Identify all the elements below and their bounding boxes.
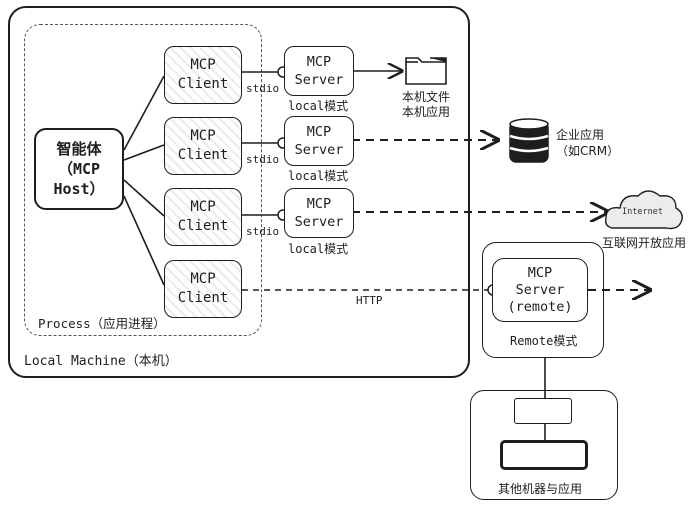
server-label: Server	[294, 72, 344, 88]
client-label: MCP	[190, 199, 216, 215]
files-label-2: 本机应用	[402, 105, 451, 119]
process-label: Process（应用进程）	[38, 316, 166, 331]
mcp-server-2: MCP Server	[284, 116, 354, 166]
transport-label: stdio	[246, 225, 280, 238]
remote-server-label: MCP	[527, 264, 553, 281]
files-label-1: 本机文件	[402, 90, 451, 104]
server-label: MCP	[306, 54, 332, 70]
client-label: Client	[177, 76, 229, 92]
mcp-server-3: MCP Server	[284, 188, 354, 238]
client-label: MCP	[190, 57, 216, 73]
remote-server-label: Server	[515, 281, 565, 298]
client-label: MCP	[190, 271, 216, 287]
process-boundary	[24, 24, 262, 336]
host-subtitle-2: Host）	[53, 180, 105, 198]
client-label: Client	[177, 290, 229, 306]
server-label: MCP	[306, 124, 332, 140]
server-label: Server	[294, 214, 344, 230]
mcp-server-remote: MCP Server (remote)	[492, 258, 588, 322]
database-icon	[509, 118, 549, 163]
other-machine-component	[514, 398, 572, 424]
other-machine-label: 其他机器与应用	[498, 482, 583, 496]
remote-server-label: (remote)	[507, 298, 573, 315]
client-label: Client	[177, 147, 229, 163]
server-mode-label: local模式	[288, 99, 349, 113]
transport-label: stdio	[246, 153, 280, 166]
host-subtitle-1: （MCP	[57, 160, 101, 178]
folder-icon	[405, 57, 447, 85]
enterprise-label-2: （如CRM）	[556, 144, 620, 158]
agent-host: 智能体 （MCP Host）	[34, 128, 124, 210]
mcp-client-3: MCP Client	[164, 188, 242, 246]
other-machine-container	[470, 390, 618, 500]
host-title: 智能体	[56, 140, 102, 158]
other-machine-app	[500, 440, 588, 470]
client-label: Client	[177, 218, 229, 234]
cloud-text: Internet	[622, 207, 663, 217]
client-label: MCP	[190, 128, 216, 144]
remote-mode-container	[482, 242, 604, 358]
host-client-links	[123, 75, 165, 286]
enterprise-label-1: 企业应用	[556, 128, 605, 142]
mcp-client-1: MCP Client	[164, 46, 242, 104]
internet-label: 互联网开放应用	[602, 236, 687, 250]
mcp-server-1: MCP Server	[284, 46, 354, 96]
remote-mode-label: Remote模式	[510, 334, 578, 348]
server-mode-label: local模式	[288, 242, 349, 256]
transport-label: HTTP	[356, 294, 383, 307]
transport-label: stdio	[246, 82, 280, 95]
mcp-client-4: MCP Client	[164, 260, 242, 318]
server-label: MCP	[306, 196, 332, 212]
server-label: Server	[294, 142, 344, 158]
local-machine-boundary	[8, 6, 470, 378]
mcp-client-2: MCP Client	[164, 117, 242, 175]
local-machine-label: Local Machine（本机）	[24, 354, 178, 369]
cloud-icon	[604, 190, 683, 230]
server-mode-label: local模式	[288, 169, 349, 183]
stdio-links	[242, 71, 282, 216]
